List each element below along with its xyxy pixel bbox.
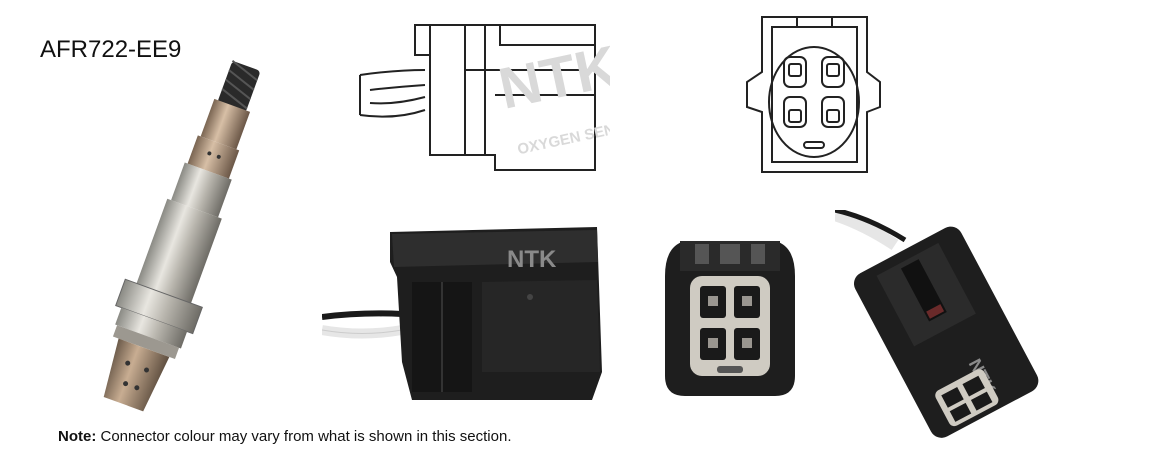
- connector-angled-photo: NTK: [835, 210, 1039, 438]
- note-label: Note:: [58, 428, 97, 445]
- connector-face-photo: [665, 241, 795, 396]
- note-body: Connector colour may vary from what is s…: [96, 428, 512, 445]
- connector-side-photo: NTK: [322, 227, 602, 400]
- connector-side-diagram: NTK OXYGEN SENSORS: [359, 24, 610, 171]
- connector-face-diagram: [746, 16, 881, 173]
- watermark-brand: NTK: [493, 33, 610, 121]
- part-number-title: AFR722-EE9: [40, 36, 182, 63]
- oxygen-sensor-image: [103, 59, 260, 412]
- note-text: Note: Connector colour may vary from wha…: [58, 428, 512, 445]
- connector-brand-label: NTK: [507, 246, 557, 273]
